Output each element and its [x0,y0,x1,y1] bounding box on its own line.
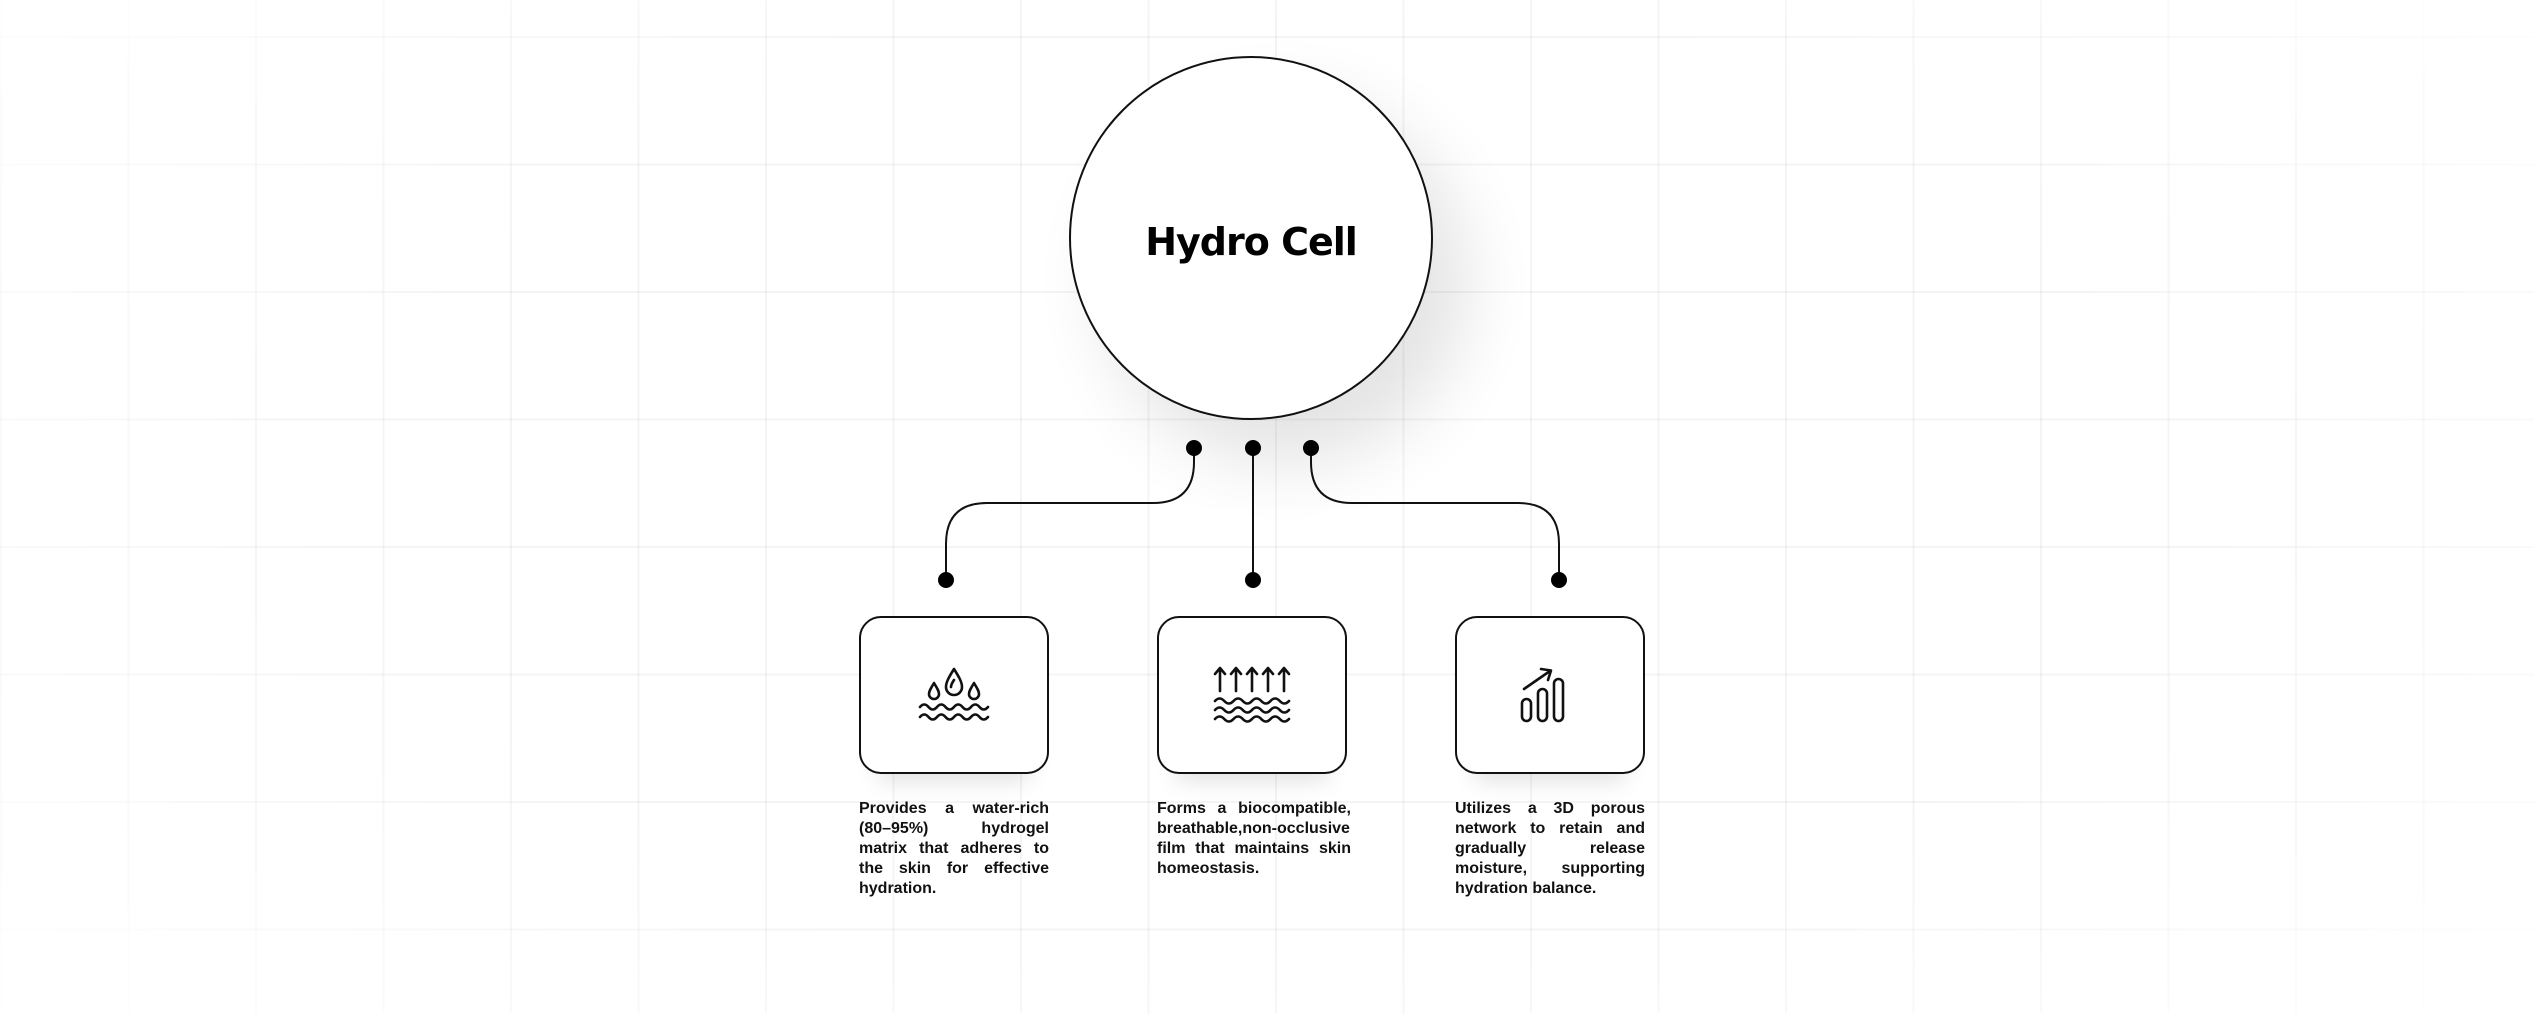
growth-bars-icon [1520,667,1565,723]
connector-dot-top-right [1303,440,1319,456]
feature-description-porous: Utilizes a 3D porous network to retain a… [1455,800,1645,897]
main-title: Hydro Cell [1145,220,1358,264]
feature-card-breathable [1157,616,1347,774]
connector-right [1310,448,1560,580]
connector-dot-bottom-center [1245,572,1261,588]
feature-description-breathable: Forms a biocompatible, breathable,non-oc… [1157,800,1351,877]
feature-card-porous [1455,616,1645,774]
connector-dot-top-left [1186,440,1202,456]
feature-description-water: Provides a water-rich (80–95%) hydrogel … [859,800,1049,897]
water-drops-icon [918,667,990,721]
connector-dot-top-center [1245,440,1261,456]
evaporation-arrows-icon [1213,666,1291,723]
main-node-circle: Hydro Cell [1069,56,1433,420]
connector-dot-bottom-left [938,572,954,588]
connector-dot-bottom-right [1551,572,1567,588]
connector-left [945,448,1195,580]
feature-card-water [859,616,1049,774]
